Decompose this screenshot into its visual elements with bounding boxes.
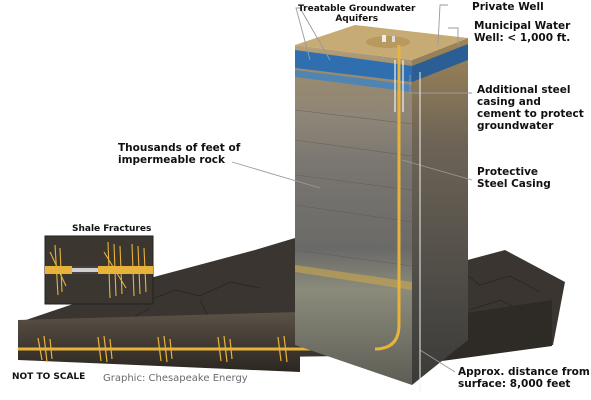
shale-fractures-label: Shale Fractures [72, 224, 152, 234]
aquifers-label: Treatable Groundwater Aquifers [298, 4, 416, 24]
rock-column-side [412, 38, 468, 385]
additional-casing [394, 60, 404, 112]
vertical-wellbore [374, 45, 401, 351]
approx-distance-label: Approx. distance from surface: 8,000 fee… [458, 366, 590, 390]
leader-lines [231, 4, 473, 373]
municipal-well-label: Municipal Water Well: < 1,000 ft. [474, 20, 571, 44]
additional-casing-label: Additional steel casing and cement to pr… [477, 84, 584, 132]
aquifer-band-front [295, 50, 412, 82]
rock-strata [294, 109, 413, 267]
impermeable-rock-label: Thousands of feet of impermeable rock [118, 142, 241, 166]
private-well-label: Private Well [472, 1, 544, 13]
slab-fractures [37, 335, 288, 363]
shale-layer-front [295, 265, 412, 290]
graphic-credit: Graphic: Chesapeake Energy [103, 373, 248, 384]
shale-fractures-inset [44, 235, 154, 305]
aquifer-band-side [412, 44, 468, 82]
rock-column-front [295, 45, 412, 385]
protective-casing-label: Protective Steel Casing [477, 166, 551, 190]
not-to-scale-label: NOT TO SCALE [12, 372, 86, 382]
